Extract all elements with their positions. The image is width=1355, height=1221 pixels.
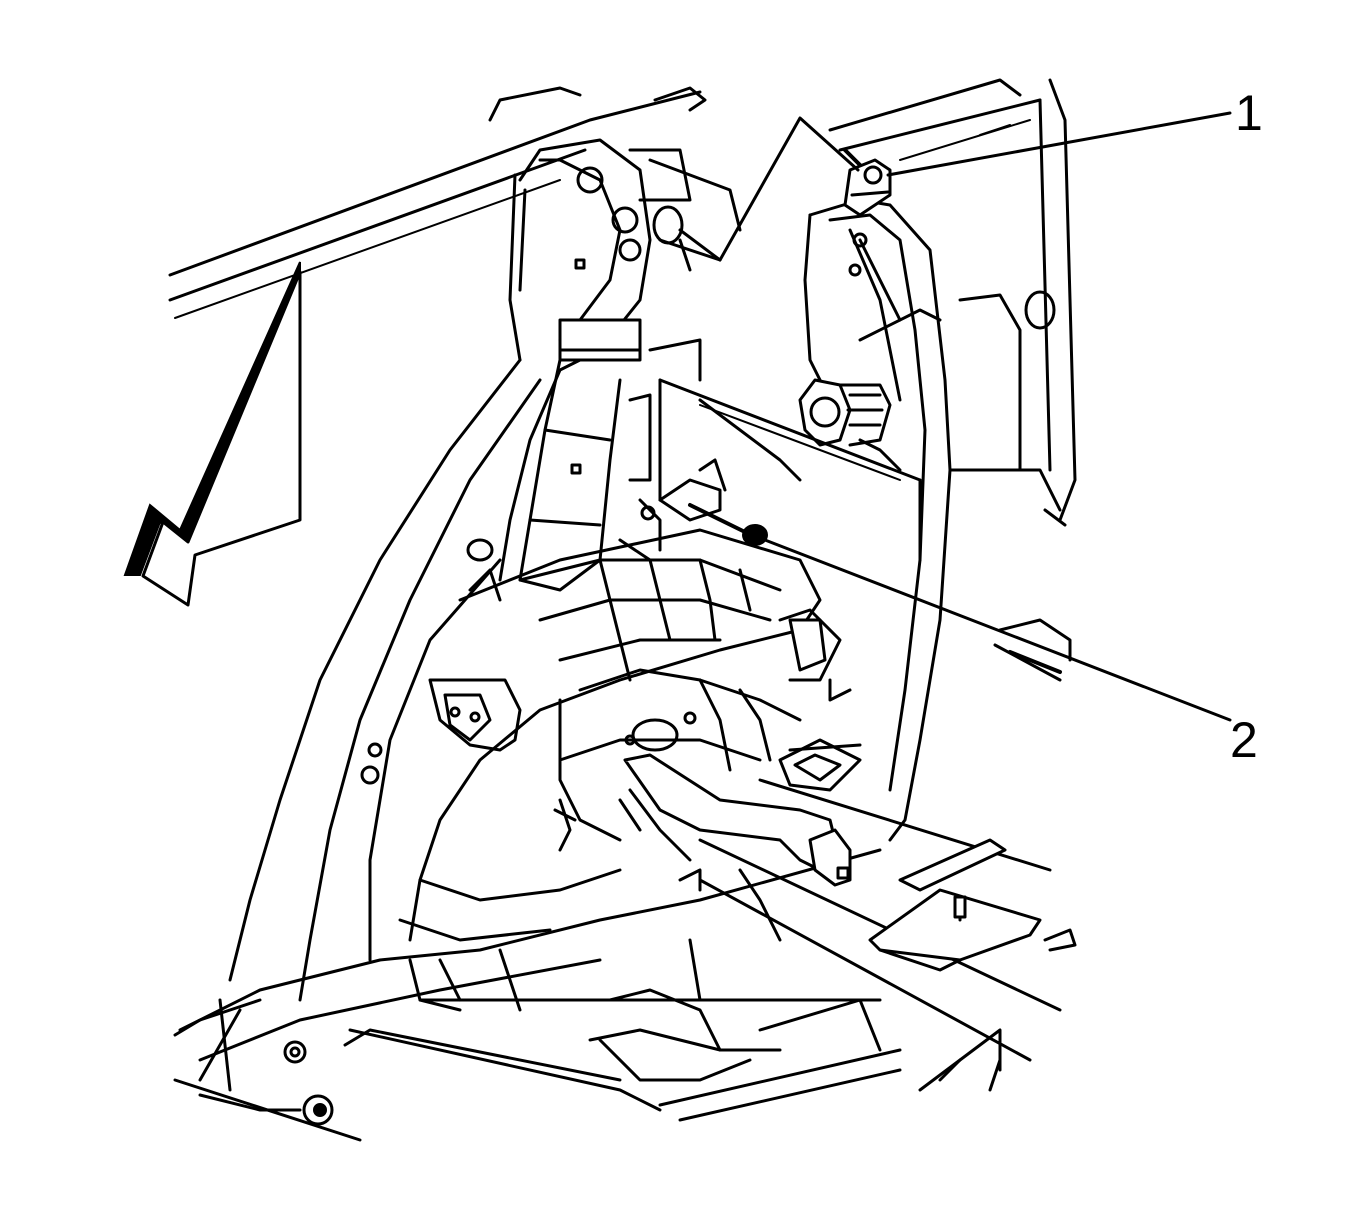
upper-anchor-bracket [843,148,892,217]
roof-rail [168,86,707,319]
floor-pan [698,618,1077,1092]
lower-anchor-bolt [640,458,768,546]
leader-lines-upper [678,116,860,262]
seat-belt-pillar [798,198,952,842]
callout-2-label: 2 [1230,712,1258,768]
callout-1-leader [886,111,1232,177]
callout-1-label: 1 [1235,85,1263,141]
cargo-floor [173,848,902,1142]
detail-box [618,378,922,562]
c-pillar [498,138,742,592]
wheelhouse [398,528,822,942]
rear-roof-panel [828,78,1077,527]
callout-2-leader [763,538,1232,722]
cross-member [618,608,852,942]
front-direction-arrow-icon [123,261,302,607]
